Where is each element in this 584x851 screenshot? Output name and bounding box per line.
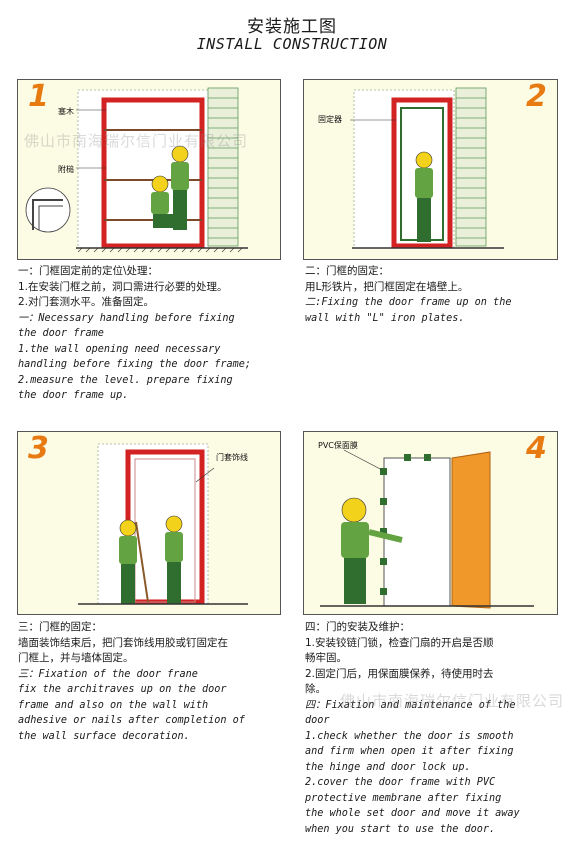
page-title-cn: 安装施工图 (247, 17, 337, 37)
step-4-label-pvc-film: PVC保面膜 (318, 441, 358, 450)
step-1-label-hammer: 附槌 (58, 165, 74, 174)
step-1-drawing (25, 87, 248, 253)
watermark-bottom: 佛山市南海瑞尔信门业有限公司 (340, 692, 565, 710)
brick-wall (207, 87, 239, 247)
step-3-caption: 三：门框的固定： 墙面装饰结束后，把门套饰线用胶或钉固定在 门框上，并与墙体固定… (18, 621, 245, 742)
door-frame (101, 97, 205, 249)
door-frame (383, 457, 451, 607)
step-1-illustration: 1 塞木 附槌 (17, 79, 281, 260)
step-4-illustration: 4 PVC保面膜 (303, 431, 558, 615)
worker-standing (171, 145, 189, 230)
step-3-number: 3 (28, 431, 49, 466)
step-3-illustration: 3 门套饰线 (17, 431, 281, 615)
step-2-illustration: 2 固定器 (303, 79, 558, 260)
step-4-drawing (320, 449, 534, 609)
step-2-caption: 二：门框的固定： 用L形铁片，把门框固定在墙壁上。 二:Fixing the d… (305, 265, 512, 324)
door-frame (391, 97, 453, 249)
corner-detail (25, 187, 71, 233)
step-4-caption: 四：门的安装及维护： 1.安装铰链门锁，检查门扇的开启是否顺 畅牢固。 2.固定… (305, 621, 520, 835)
step-3-label-architrave: 门套饰线 (216, 453, 248, 462)
step-4-number: 4 (526, 431, 547, 466)
architrave (125, 449, 205, 605)
door-leaf (451, 451, 491, 609)
worker-standing (415, 151, 433, 242)
step-3-drawing (78, 443, 248, 605)
step-2-drawing (350, 87, 504, 249)
step-2-label-fixer: 固定器 (318, 115, 342, 124)
page-title-en: INSTALL CONSTRUCTION (196, 35, 388, 53)
step-1-label-wood-plug: 塞木 (58, 107, 74, 116)
worker (341, 497, 403, 604)
step-2-number: 2 (526, 79, 547, 114)
worker-left (119, 519, 137, 604)
step-1-number: 1 (28, 79, 49, 114)
step-1-caption: 一：门框固定前的定位\处理： 1.在安装门框之前，洞口需进行必要的处理。 2.对… (18, 265, 252, 401)
worker-kneeling (151, 175, 175, 228)
worker-right (165, 515, 183, 604)
watermark-top: 佛山市南海瑞尔信门业有限公司 (24, 132, 249, 150)
